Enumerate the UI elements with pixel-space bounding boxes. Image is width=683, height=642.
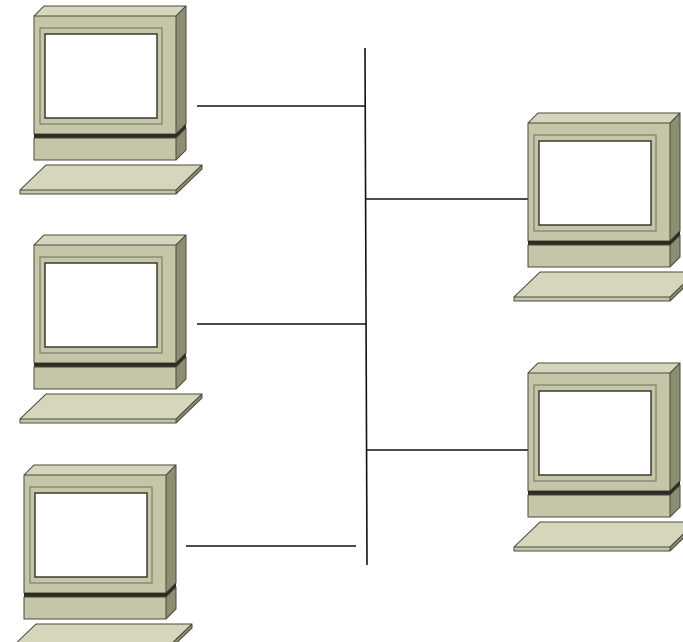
- bus-line: [364, 47, 368, 566]
- desktop-computer-icon[interactable]: [513, 112, 683, 302]
- desktop-computer-icon[interactable]: [9, 464, 193, 642]
- desktop-computer-icon[interactable]: [19, 234, 203, 424]
- desktop-computer-icon[interactable]: [19, 5, 203, 195]
- desktop-computer-icon[interactable]: [513, 362, 683, 552]
